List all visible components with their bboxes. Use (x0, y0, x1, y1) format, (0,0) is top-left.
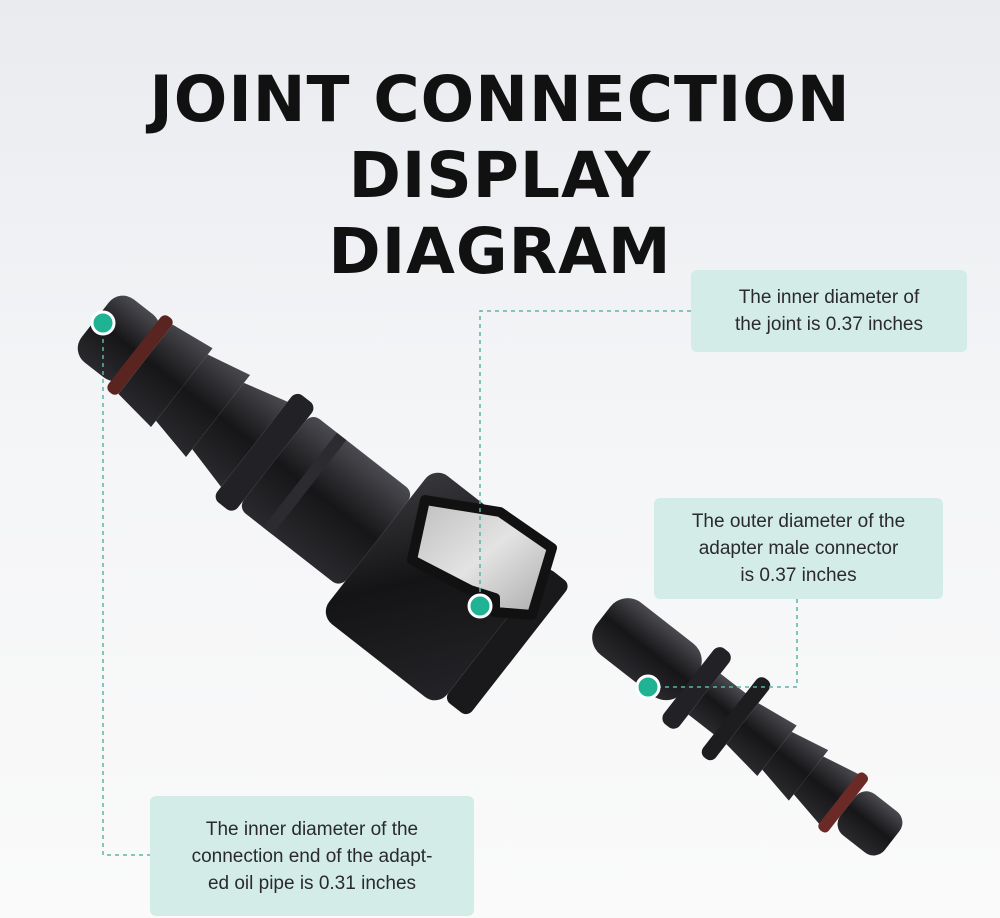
o-ring-bottom (818, 772, 869, 833)
callout-inner-diameter-joint: The inner diameter of the joint is 0.37 … (691, 270, 967, 352)
latch-window (407, 495, 557, 620)
marker-dot-pipe (90, 310, 116, 336)
page-title: JOINT CONNECTION DISPLAY DIAGRAM (149, 63, 851, 288)
leader-line-pipe (102, 323, 150, 856)
male-adapter (592, 598, 903, 856)
o-ring-top (107, 315, 173, 395)
leader-lines (102, 310, 798, 856)
callout-text: The inner diameter of the joint is 0.37 … (734, 287, 923, 335)
marker-dot-male (635, 674, 661, 700)
marker-dot-joint (467, 593, 493, 619)
callout-text: The outer diameter of the adapter male c… (691, 511, 906, 586)
callout-text: The inner diameter of the connection end… (191, 818, 433, 894)
callout-inner-diameter-pipe: The inner diameter of the connection end… (150, 796, 474, 916)
female-connector (77, 295, 568, 715)
callout-outer-diameter-male: The outer diameter of the adapter male c… (654, 498, 943, 599)
leader-line-male (648, 599, 798, 688)
leader-line-joint (479, 310, 691, 606)
markers (90, 310, 661, 700)
